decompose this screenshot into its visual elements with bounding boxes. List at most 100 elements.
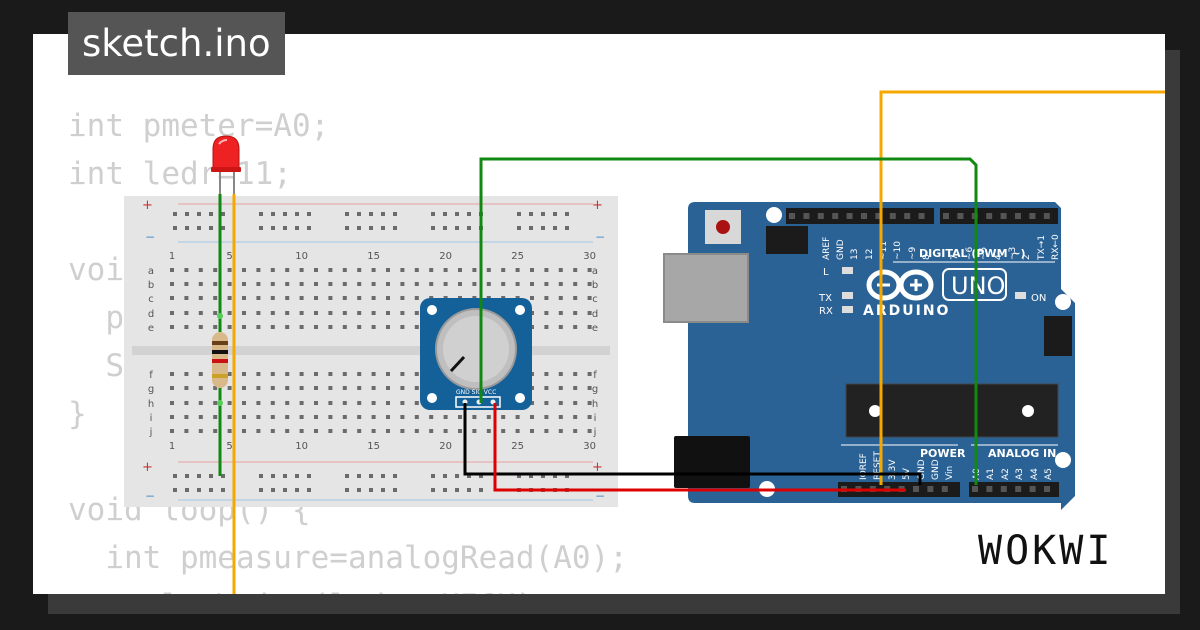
breadboard-hole xyxy=(342,429,347,433)
power-jack xyxy=(674,436,750,488)
rail-hole xyxy=(197,488,201,492)
breadboard-hole xyxy=(472,429,477,433)
header-pin-hole xyxy=(986,213,993,219)
pin-label: ~3 xyxy=(1008,247,1018,260)
rail-hole xyxy=(529,474,533,478)
potentiometer[interactable]: GND SIG VCC xyxy=(420,298,532,410)
rail-hole xyxy=(517,226,521,230)
rail-hole xyxy=(221,474,225,478)
breadboard-hole xyxy=(242,372,246,376)
breadboard-hole xyxy=(400,401,405,405)
pin-label: GND xyxy=(836,239,846,260)
breadboard-hole xyxy=(242,325,246,329)
wire-red-5v[interactable] xyxy=(493,403,906,492)
breadboard-hole xyxy=(285,386,290,390)
breadboard-hole xyxy=(414,268,419,272)
breadboard-hole xyxy=(443,429,448,433)
breadboard-hole xyxy=(328,296,333,300)
breadboard-hole xyxy=(270,429,275,433)
rail-hole xyxy=(173,226,177,230)
breadboard-hole xyxy=(342,386,347,390)
column-number: 25 xyxy=(511,251,524,262)
breadboard-hole xyxy=(371,372,376,376)
wire-green-a0[interactable] xyxy=(479,157,978,485)
breadboard-hole xyxy=(357,268,362,272)
rail-minus-label: − xyxy=(145,489,155,503)
rail-hole xyxy=(185,226,189,230)
rail-hole xyxy=(307,474,311,478)
breadboard-hole xyxy=(256,386,261,390)
breadboard-hole xyxy=(299,296,304,300)
wire-orange-pin11[interactable] xyxy=(879,90,1165,485)
wokwi-logo: WOKWI xyxy=(978,528,1114,574)
rail-hole xyxy=(173,488,177,492)
breadboard-hole xyxy=(573,401,578,405)
column-number: 10 xyxy=(295,251,308,262)
header-pin-hole xyxy=(1015,486,1022,492)
breadboard-hole xyxy=(558,296,563,300)
breadboard-hole xyxy=(213,311,218,315)
breadboard-hole xyxy=(256,325,261,329)
breadboard-hole xyxy=(414,311,419,315)
breadboard-hole xyxy=(357,386,362,390)
breadboard-hole xyxy=(285,282,290,286)
rail-hole xyxy=(455,226,459,230)
breadboard-hole xyxy=(400,268,405,272)
breadboard-hole xyxy=(299,372,304,376)
rail-hole xyxy=(345,488,349,492)
rail-plus-label: + xyxy=(592,460,603,475)
row-letter: a xyxy=(148,266,154,277)
breadboard-hole xyxy=(386,325,390,329)
rail-hole xyxy=(541,226,545,230)
icsp-header xyxy=(1044,316,1072,356)
rail-hole xyxy=(553,474,557,478)
resistor[interactable] xyxy=(212,332,228,388)
breadboard-hole xyxy=(270,311,275,315)
code-watermark: int pmeter=A0; int ledr=11; void p S } v… xyxy=(68,102,628,594)
led-label: TX xyxy=(818,293,832,304)
breadboard-hole xyxy=(328,415,333,419)
breadboard-hole xyxy=(256,296,261,300)
rail-hole xyxy=(541,212,545,216)
analog-header-label: ANALOG IN xyxy=(988,447,1056,460)
breadboard-hole xyxy=(184,429,189,433)
column-number: 20 xyxy=(439,441,452,452)
mounting-hole xyxy=(766,207,782,223)
rail-minus-label: − xyxy=(595,230,605,244)
breadboard-hole xyxy=(342,296,347,300)
rail-hole xyxy=(209,226,213,230)
breadboard-hole xyxy=(342,401,347,405)
rail-hole xyxy=(173,212,177,216)
breadboard-hole xyxy=(371,325,376,329)
header-pin-hole xyxy=(875,213,882,219)
column-number: 30 xyxy=(583,251,596,262)
rail-hole xyxy=(345,474,349,478)
breadboard-hole xyxy=(213,268,218,272)
breadboard-hole xyxy=(587,386,592,390)
rail-hole xyxy=(455,474,459,478)
breadboard-hole xyxy=(429,415,434,419)
breadboard-hole xyxy=(170,401,174,405)
rail-hole xyxy=(271,226,275,230)
wire-joint xyxy=(217,313,223,319)
header-pin-hole xyxy=(846,213,853,219)
breadboard-hole xyxy=(299,282,304,286)
wire-black-gnd[interactable] xyxy=(463,403,922,485)
rail-hole xyxy=(517,212,521,216)
breadboard-hole xyxy=(299,311,304,315)
pin-label: A3 xyxy=(1015,468,1025,480)
row-letter: c xyxy=(148,294,154,305)
rail-hole xyxy=(295,474,299,478)
breadboard-hole xyxy=(184,401,189,405)
breadboard-hole xyxy=(400,415,405,419)
breadboard-hole xyxy=(328,429,333,433)
pin-label: 8 xyxy=(922,254,932,260)
pin-label: 13 xyxy=(850,249,860,260)
rail-hole xyxy=(517,474,521,478)
red-led[interactable] xyxy=(211,135,241,194)
column-number: 10 xyxy=(295,441,308,452)
breadboard-hole xyxy=(184,311,189,315)
breadboard-hole xyxy=(587,372,592,376)
